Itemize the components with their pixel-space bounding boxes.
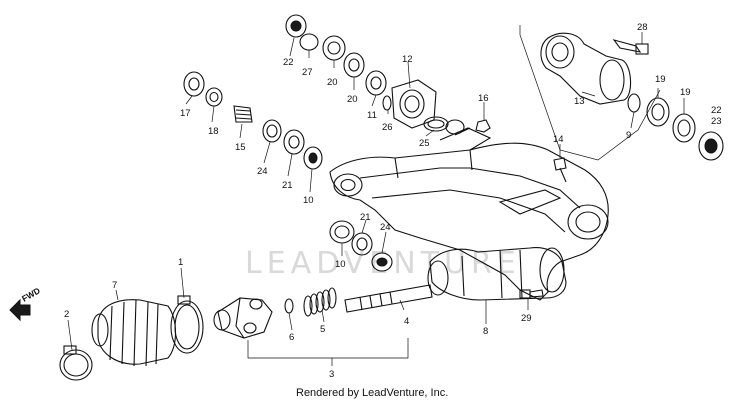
callout-20-second: 20	[347, 94, 358, 105]
callout-28: 28	[637, 22, 648, 33]
fwd-label: FWD	[20, 285, 42, 303]
callout-labels: 28 22 27 20 20 12 17 18 15 11 26 16 13 1…	[64, 22, 722, 380]
boot-band-small	[59, 345, 93, 381]
pivot-left-parts	[183, 71, 323, 170]
callout-1: 1	[178, 257, 183, 268]
boot-band-large	[170, 295, 204, 354]
callout-18: 18	[208, 126, 219, 137]
callout-14: 14	[553, 134, 564, 145]
callout-5: 5	[320, 324, 325, 335]
callout-19-first: 19	[655, 74, 666, 85]
callout-11: 11	[367, 110, 377, 121]
leader-lines	[67, 25, 685, 366]
callout-6: 6	[289, 332, 294, 343]
callout-22-right: 22	[711, 105, 722, 116]
drive-shaft	[344, 284, 433, 313]
callout-17: 17	[180, 108, 191, 119]
callout-20-first: 20	[327, 77, 338, 88]
render-caption: Rendered by LeadVenture, Inc.	[296, 387, 448, 399]
callout-12: 12	[402, 54, 413, 65]
rubber-boot	[91, 299, 177, 367]
callout-24-left: 24	[257, 166, 268, 177]
callout-27: 27	[302, 67, 313, 78]
callout-21-left: 21	[282, 180, 293, 191]
callout-7: 7	[112, 280, 117, 291]
pivot-right-parts	[423, 32, 724, 183]
callout-23: 23	[711, 116, 722, 127]
callout-22-upper: 22	[283, 57, 294, 68]
callout-15: 15	[235, 142, 246, 153]
callout-26: 26	[382, 122, 393, 133]
callout-19-second: 19	[680, 87, 691, 98]
bolt-29	[519, 289, 544, 299]
callout-25: 25	[419, 138, 430, 149]
callout-21-lower: 21	[360, 212, 371, 223]
spring-stack	[284, 287, 337, 317]
callout-10-left: 10	[303, 195, 314, 206]
fwd-indicator: FWD	[9, 285, 42, 322]
universal-joint	[213, 297, 273, 339]
callout-3: 3	[329, 369, 334, 380]
callout-16: 16	[478, 93, 489, 104]
callout-8: 8	[483, 326, 488, 337]
callout-10-lower: 10	[335, 259, 346, 270]
callout-9: 9	[626, 130, 631, 141]
swingarm-frame	[329, 119, 609, 301]
callout-29: 29	[521, 313, 532, 324]
callout-13: 13	[574, 96, 585, 107]
callout-24-lower: 24	[380, 222, 391, 233]
callout-4: 4	[404, 316, 409, 327]
callout-2: 2	[64, 309, 69, 320]
